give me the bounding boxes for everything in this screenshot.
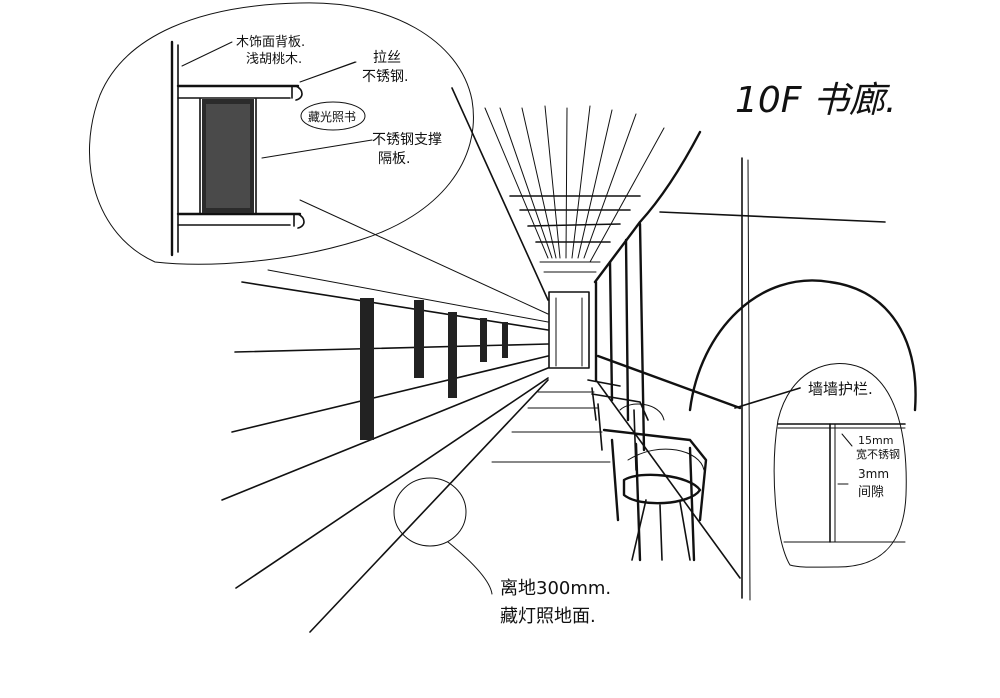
label-light: 藏光照书 <box>308 110 356 124</box>
rail-detail-bubble: 墙墙护栏. 15mm 宽不锈钢 3mm 间隙 <box>773 363 907 568</box>
chair-table-group <box>587 379 708 562</box>
label-gap-2: 间隙 <box>858 485 884 500</box>
label-floor-2: 藏灯照地面. <box>500 606 596 627</box>
label-steel-2: 不锈钢. <box>362 69 408 85</box>
label-handrail: 墙墙护栏. <box>808 380 873 398</box>
label-steel-1: 拉丝 <box>373 50 401 66</box>
label-support-1: 不锈钢支撑 <box>372 132 442 148</box>
shelf-detail-bubble: 木饰面背板. 浅胡桃木. 拉丝 不锈钢. 藏光照书 不锈钢支撑 隔板. <box>89 2 474 265</box>
floor-light-callout: 离地300mm. 藏灯照地面. <box>393 477 611 627</box>
label-backboard-2: 浅胡桃木. <box>246 52 302 67</box>
label-gap-1: 3mm <box>858 467 889 481</box>
label-floor-1: 离地300mm. <box>500 578 611 599</box>
label-15mm-1: 15mm <box>858 434 893 447</box>
label-support-2: 隔板. <box>378 151 410 167</box>
label-backboard-1: 木饰面背板. <box>236 35 305 50</box>
corridor-perspective <box>221 87 917 633</box>
sketch-title: 10F 书廊. <box>735 80 896 121</box>
label-15mm-2: 宽不锈钢 <box>856 447 900 461</box>
